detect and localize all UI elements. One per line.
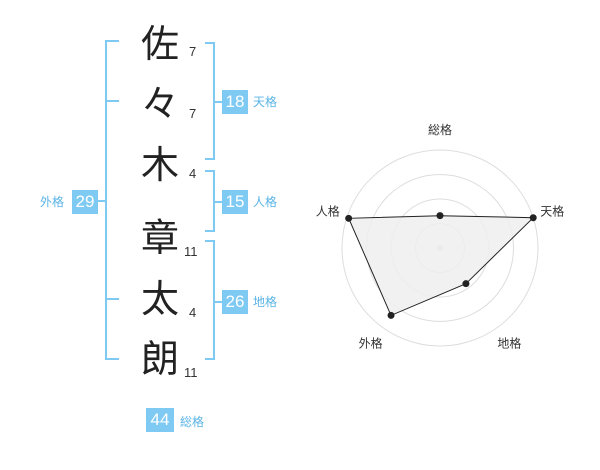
radar-axis-label-1: 総格 bbox=[428, 122, 452, 137]
jinkaku-label: 人格 bbox=[253, 195, 278, 209]
radar-point-3 bbox=[462, 280, 470, 288]
name-char-2: 々 bbox=[140, 82, 179, 126]
chikaku-bracket-vertical bbox=[213, 240, 215, 360]
radar-axis-label-5: 人格 bbox=[316, 204, 340, 219]
radar-point-5 bbox=[345, 214, 353, 222]
chikaku-badge: 26 bbox=[222, 290, 248, 314]
gaikaku-bracket-tick-1 bbox=[105, 100, 119, 102]
tenkaku-label: 天格 bbox=[253, 95, 278, 109]
gaikaku-bracket-bottom bbox=[105, 358, 119, 360]
stroke-count-1: 7 bbox=[189, 44, 197, 59]
name-char-5: 太 bbox=[140, 277, 179, 321]
gaikaku-connector bbox=[98, 200, 106, 202]
chikaku-bracket-top bbox=[205, 240, 215, 242]
jinkaku-badge: 15 bbox=[222, 190, 248, 214]
chikaku-connector bbox=[213, 301, 222, 303]
gaikaku-bracket-vertical bbox=[105, 40, 107, 360]
name-char-4: 章 bbox=[140, 216, 179, 260]
tenkaku-connector bbox=[213, 101, 222, 103]
soukaku-label: 総格 bbox=[180, 415, 205, 429]
name-char-3: 木 bbox=[140, 143, 179, 187]
radar-axis-label-4: 外格 bbox=[359, 336, 383, 351]
gaikaku-badge: 29 bbox=[72, 190, 98, 214]
stroke-count-3: 4 bbox=[189, 166, 197, 181]
tenkaku-bracket-bottom bbox=[205, 158, 215, 160]
radar-polygon bbox=[347, 215, 535, 317]
gaikaku-bracket-top bbox=[105, 40, 119, 42]
stroke-count-4: 11 bbox=[184, 244, 198, 259]
soukaku-badge: 44 bbox=[146, 408, 174, 432]
chikaku-label: 地格 bbox=[253, 295, 278, 309]
jinkaku-bracket-bottom bbox=[205, 230, 215, 232]
name-char-1: 佐 bbox=[140, 22, 179, 66]
gaikaku-bracket-tick-2 bbox=[105, 298, 119, 300]
chikaku-bracket-bottom bbox=[205, 358, 215, 360]
name-char-6: 朗 bbox=[140, 337, 179, 381]
gaikaku-label: 外格 bbox=[40, 195, 65, 209]
jinkaku-connector bbox=[213, 201, 222, 203]
radar-point-4 bbox=[387, 311, 395, 319]
jinkaku-bracket-top bbox=[205, 170, 215, 172]
radar-point-2 bbox=[529, 214, 537, 222]
tenkaku-badge: 18 bbox=[222, 90, 248, 114]
radar-point-1 bbox=[436, 212, 444, 220]
tenkaku-bracket-top bbox=[205, 42, 215, 44]
stroke-count-6: 11 bbox=[184, 365, 198, 380]
radar-axis-label-2: 天格 bbox=[540, 204, 564, 219]
stroke-count-5: 4 bbox=[189, 305, 197, 320]
stroke-count-2: 7 bbox=[189, 106, 197, 121]
radar-axis-label-3: 地格 bbox=[497, 336, 521, 351]
